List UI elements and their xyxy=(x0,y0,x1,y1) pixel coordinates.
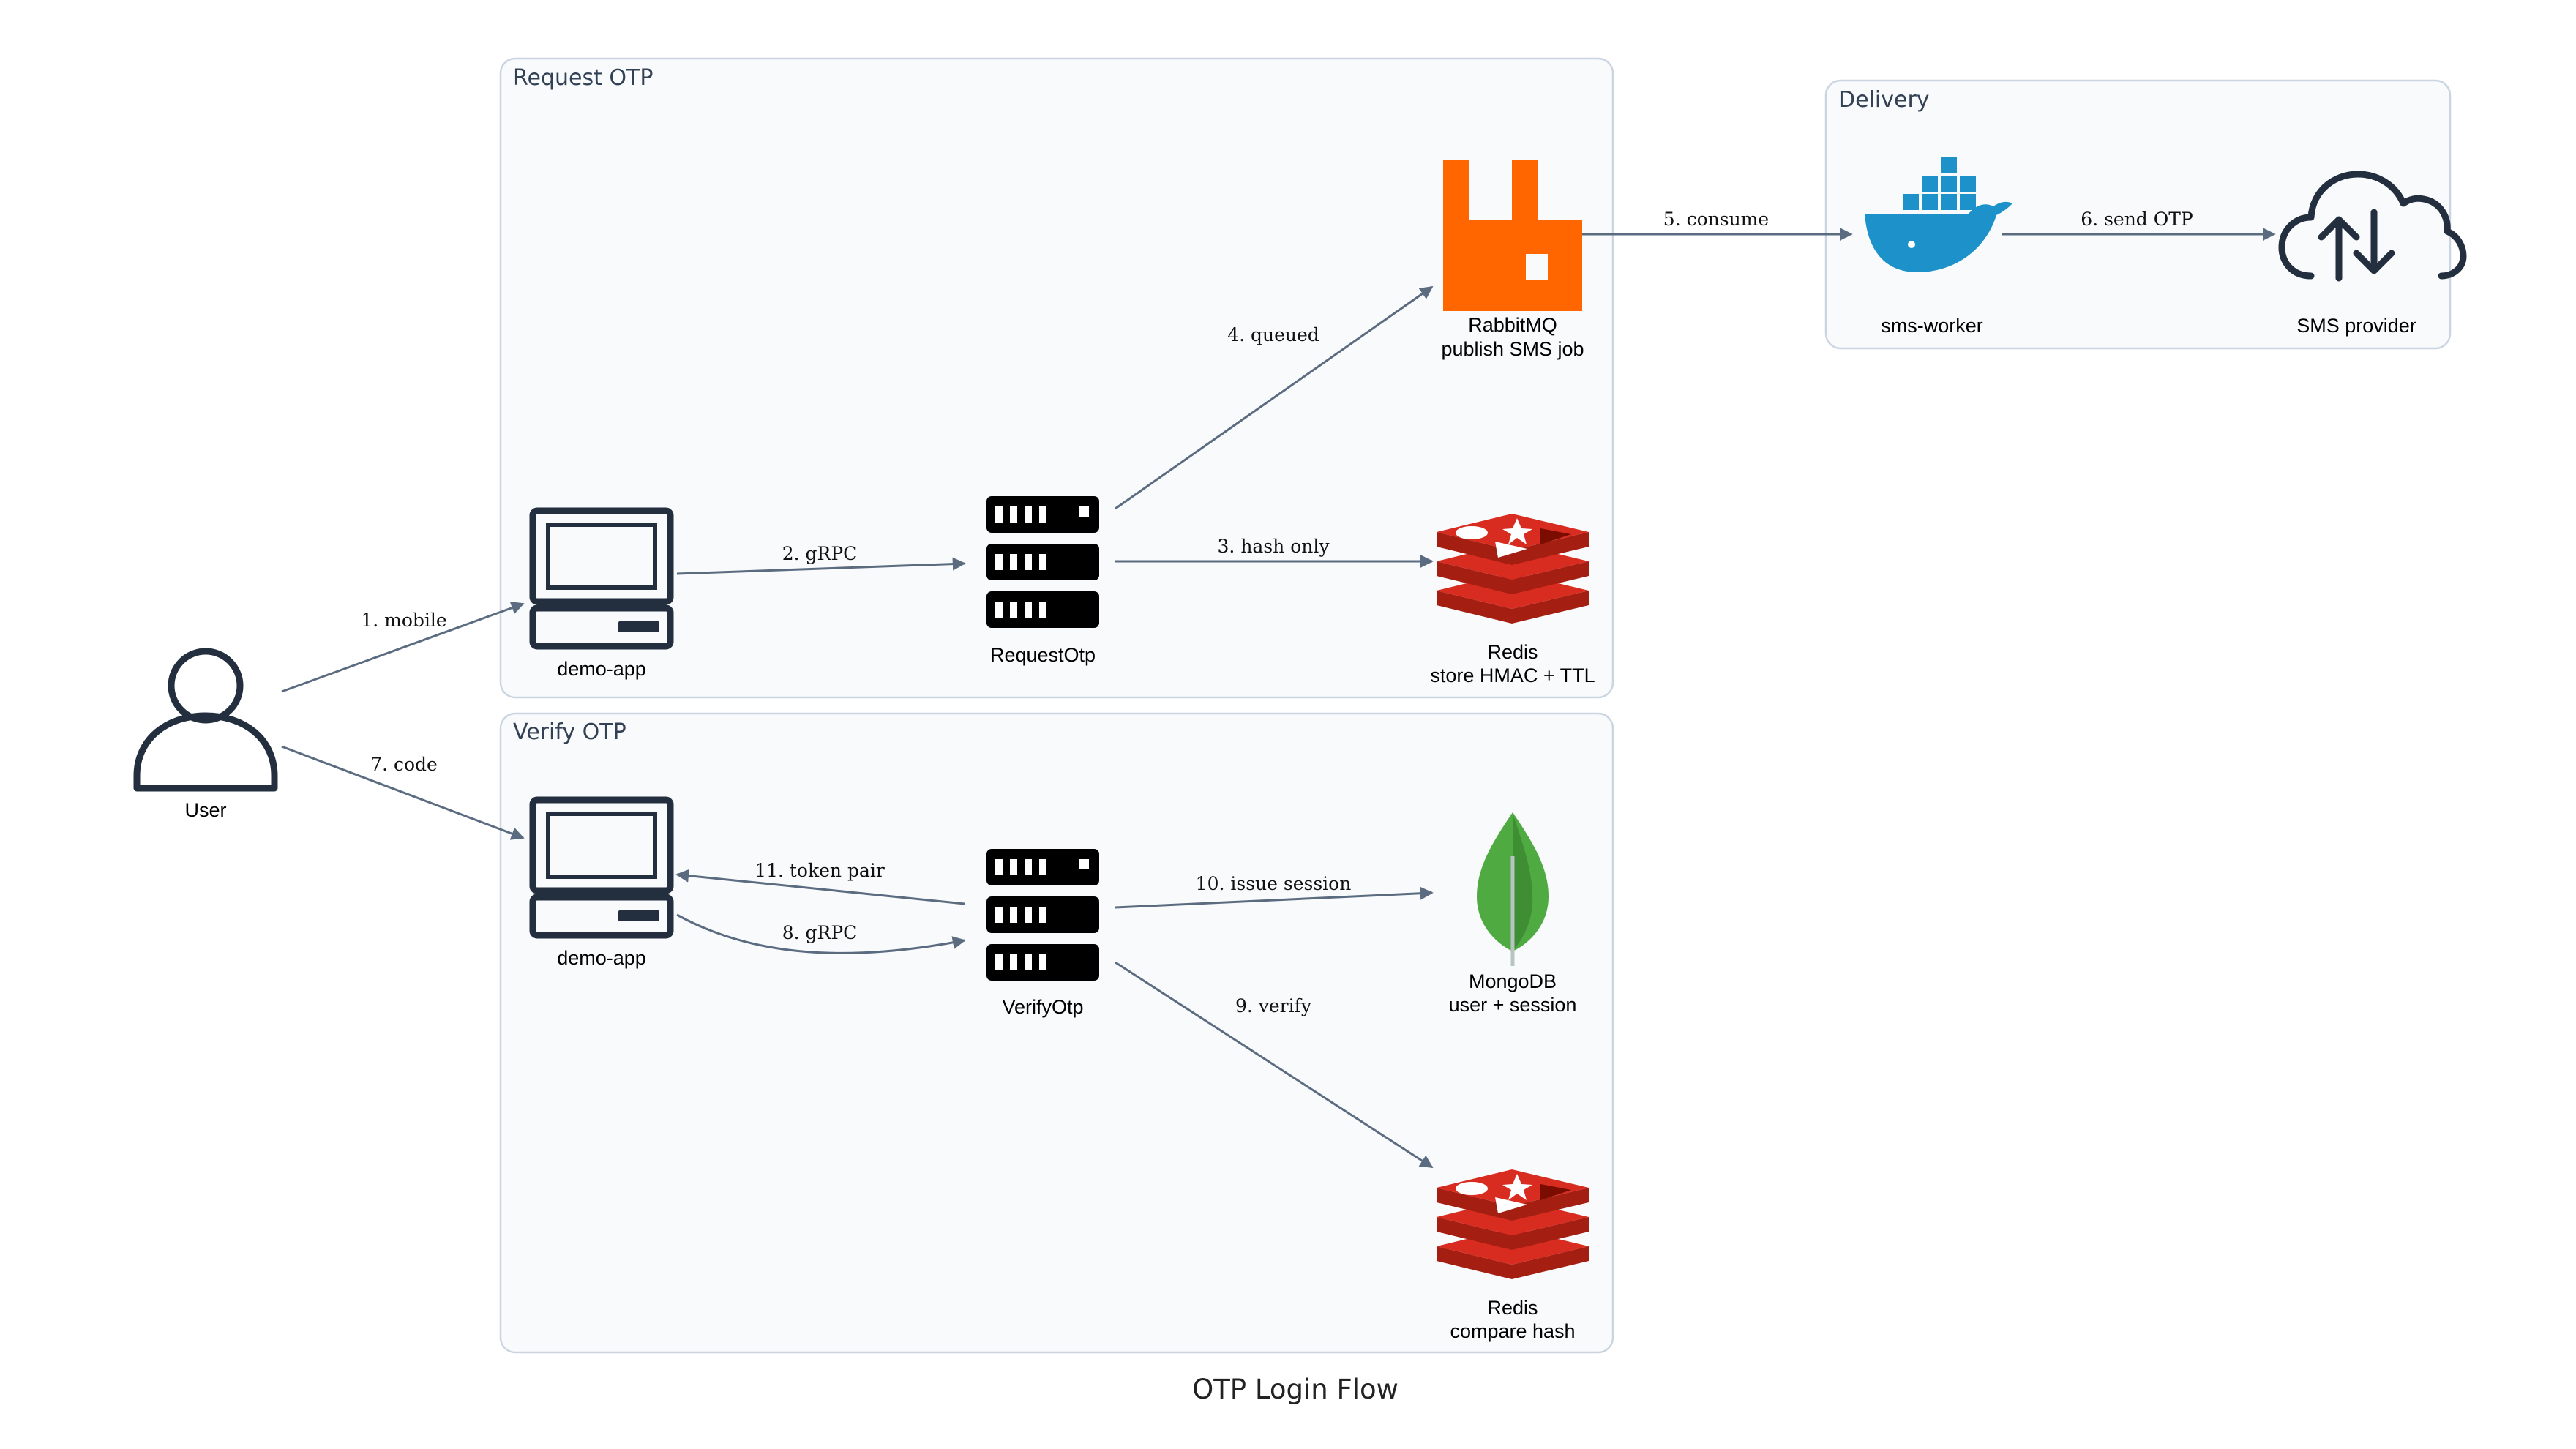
edge-7-line xyxy=(281,745,525,840)
node-sms-provider[interactable]: SMS provider xyxy=(2278,171,2467,337)
edge-10: 10. issue session xyxy=(1115,873,1434,909)
edge-10-label: 10. issue session xyxy=(1196,873,1352,894)
redis-compare-label-line2: compare hash xyxy=(1450,1320,1575,1342)
edge-5: 5. consume xyxy=(1582,209,1853,241)
node-demo-app-request[interactable]: demo-app xyxy=(533,511,670,680)
node-user[interactable]: User xyxy=(133,648,278,821)
edge-11-line xyxy=(675,869,965,905)
edge-3-label: 3. hash only xyxy=(1218,536,1330,557)
rabbitmq-label-line1: RabbitMQ xyxy=(1468,314,1557,336)
server-icon xyxy=(986,496,1099,628)
rabbitmq-icon xyxy=(1443,160,1582,311)
edge-2-line xyxy=(676,557,966,575)
edge-1: 1. mobile xyxy=(281,602,525,693)
cluster-delivery-box xyxy=(1824,79,2452,350)
node-rabbitmq[interactable]: RabbitMQ publish SMS job xyxy=(1441,160,1584,360)
edge-11-label: 11. token pair xyxy=(755,860,885,881)
node-redis-compare[interactable]: Redis compare hash xyxy=(1437,1169,1589,1342)
cluster-verify-otp: Verify OTP xyxy=(499,712,1614,1354)
mongodb-label-line2: user + session xyxy=(1449,994,1577,1016)
edges: 1. mobile 2. gRPC 3. hash only 4. queued… xyxy=(281,209,2276,1169)
cluster-delivery-title: Delivery xyxy=(1838,87,1930,113)
verify-otp-label: VerifyOtp xyxy=(1002,996,1083,1018)
user-icon xyxy=(133,648,278,792)
node-redis-store[interactable]: Redis store HMAC + TTL xyxy=(1430,514,1595,686)
edge-5-label: 5. consume xyxy=(1663,209,1769,230)
edge-9-line xyxy=(1115,961,1434,1169)
edge-1-line xyxy=(281,602,525,693)
request-otp-label: RequestOtp xyxy=(990,644,1096,666)
cluster-verify-otp-title: Verify OTP xyxy=(513,719,626,745)
cluster-delivery: Delivery xyxy=(1824,79,2452,350)
cloud-icon xyxy=(2278,171,2467,282)
edge-6: 6. send OTP xyxy=(2002,209,2276,241)
edge-6-label: 6. send OTP xyxy=(2081,209,2193,230)
edge-8-label: 8. gRPC xyxy=(782,922,858,943)
cluster-request-otp: Request OTP xyxy=(499,57,1614,699)
rabbitmq-label-line2: publish SMS job xyxy=(1441,338,1584,360)
edge-9: 9. verify xyxy=(1115,961,1434,1169)
redis-icon xyxy=(1437,1169,1589,1279)
node-demo-app-verify[interactable]: demo-app xyxy=(533,800,670,969)
diagram-title: OTP Login Flow xyxy=(1192,1374,1399,1405)
edge-4-label: 4. queued xyxy=(1227,324,1319,345)
edge-2-label: 2. gRPC xyxy=(782,543,858,564)
cluster-request-otp-title: Request OTP xyxy=(513,65,653,91)
docker-icon xyxy=(1865,157,2012,272)
demo-app-request-label: demo-app xyxy=(557,658,646,680)
mongodb-icon xyxy=(1477,812,1549,966)
redis-icon xyxy=(1437,514,1589,624)
redis-store-label-line1: Redis xyxy=(1487,641,1538,663)
edge-7-label: 7. code xyxy=(370,754,438,775)
demo-app-verify-label: demo-app xyxy=(557,947,646,969)
user-label: User xyxy=(184,799,226,821)
edge-3: 3. hash only xyxy=(1115,536,1434,568)
edge-4: 4. queued xyxy=(1115,285,1434,510)
sms-provider-label: SMS provider xyxy=(2296,315,2416,337)
edge-7: 7. code xyxy=(281,745,525,840)
edge-10-line xyxy=(1115,886,1434,909)
edge-8: 8. gRPC xyxy=(676,913,966,954)
sms-worker-label: sms-worker xyxy=(1881,315,1983,337)
server-icon xyxy=(986,849,1099,981)
cluster-verify-otp-box xyxy=(499,712,1614,1354)
edge-11: 11. token pair xyxy=(675,860,965,905)
edge-8-line xyxy=(676,913,966,954)
redis-compare-label-line1: Redis xyxy=(1487,1297,1538,1319)
mongodb-label-line1: MongoDB xyxy=(1469,970,1557,992)
cluster-request-otp-box xyxy=(499,57,1614,699)
node-sms-worker[interactable]: sms-worker xyxy=(1865,157,2012,337)
node-verify-otp[interactable]: VerifyOtp xyxy=(986,849,1099,1018)
edge-1-label: 1. mobile xyxy=(361,610,446,631)
edge-4-line xyxy=(1115,285,1434,510)
redis-store-label-line2: store HMAC + TTL xyxy=(1430,664,1595,686)
node-request-otp[interactable]: RequestOtp xyxy=(986,496,1099,666)
edge-9-label: 9. verify xyxy=(1235,995,1312,1016)
edge-2: 2. gRPC xyxy=(676,543,966,575)
node-mongodb[interactable]: MongoDB user + session xyxy=(1449,812,1577,1016)
